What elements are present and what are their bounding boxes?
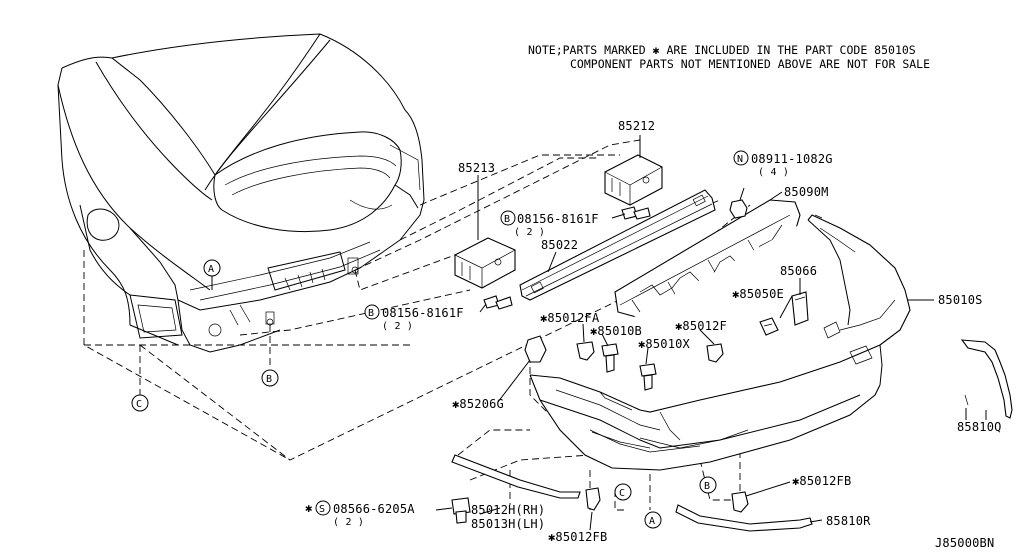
label-85090M: 85090M bbox=[784, 185, 829, 199]
clip-85012FB-bottom-icon bbox=[585, 487, 601, 511]
callout-a-upper: A bbox=[203, 259, 221, 290]
clip-85012F-icon bbox=[706, 343, 724, 363]
label-85212: 85212 bbox=[618, 119, 655, 133]
callout-c-lower: C bbox=[614, 483, 632, 501]
svg-text:( 2 ): ( 2 ) bbox=[514, 227, 545, 238]
label-85010B: ✱85010B bbox=[590, 324, 642, 338]
label-85810Q: 85810Q bbox=[957, 420, 1002, 434]
bolt-08156-top-icon bbox=[621, 206, 651, 220]
svg-text:C: C bbox=[619, 488, 625, 499]
label-85013H: 85013H(LH) bbox=[471, 517, 545, 531]
label-85066: 85066 bbox=[780, 264, 817, 278]
diagram-code: J85000BN bbox=[935, 536, 994, 550]
svg-text:C: C bbox=[136, 399, 142, 410]
label-85012FA: ✱85012FA bbox=[540, 311, 600, 325]
part-85212-bracket bbox=[604, 154, 663, 206]
callout-b-lower: B bbox=[699, 476, 717, 494]
label-85050E: ✱85050E bbox=[732, 287, 784, 301]
clip-85012FA-icon bbox=[576, 341, 595, 361]
label-85012H: 85012H(RH) bbox=[471, 503, 545, 517]
part-85010S-bumper bbox=[529, 214, 911, 471]
label-85213: 85213 bbox=[458, 161, 495, 175]
svg-text:( 4 ): ( 4 ) bbox=[758, 167, 789, 178]
label-85206G: ✱85206G bbox=[452, 397, 504, 411]
svg-text:N: N bbox=[737, 154, 743, 165]
clip-85206G-icon bbox=[524, 335, 547, 363]
note-line-1: NOTE;PARTS MARKED ✱ ARE INCLUDED IN THE … bbox=[528, 43, 916, 57]
part-85012H-strip bbox=[451, 454, 581, 499]
label-85010S: 85010S bbox=[938, 293, 983, 307]
label-leaders bbox=[435, 135, 987, 531]
nut-08911-icon bbox=[729, 199, 748, 219]
label-08566: ✱ S 08566-6205A ( 2 ) bbox=[305, 500, 415, 528]
callout-a-lower: A bbox=[644, 511, 662, 529]
svg-text:S: S bbox=[319, 504, 325, 515]
note-line-2: COMPONENT PARTS NOT MENTIONED ABOVE ARE … bbox=[570, 57, 930, 71]
screw-08566-icon bbox=[451, 497, 471, 524]
bolt-08156-left-icon bbox=[483, 295, 513, 310]
part-85810R-molding bbox=[675, 504, 813, 532]
clip-85010X-icon bbox=[639, 363, 657, 391]
svg-text:A: A bbox=[649, 516, 655, 527]
svg-text:( 2 ): ( 2 ) bbox=[382, 321, 413, 332]
label-85012FB-right: ✱85012FB bbox=[792, 474, 851, 488]
part-85022-reinforcement bbox=[519, 189, 716, 301]
clip-85010B-icon bbox=[601, 343, 619, 373]
svg-text:B: B bbox=[368, 308, 374, 319]
fasteners bbox=[451, 199, 749, 524]
svg-text:B: B bbox=[504, 214, 510, 225]
callout-c-upper: C bbox=[131, 394, 149, 412]
svg-text:B: B bbox=[266, 374, 272, 385]
svg-text:✱: ✱ bbox=[305, 501, 312, 515]
label-85022: 85022 bbox=[541, 238, 578, 252]
svg-text:08911-1082G: 08911-1082G bbox=[751, 152, 833, 166]
label-85012F: ✱85012F bbox=[675, 319, 727, 333]
callout-b-upper: B bbox=[261, 369, 279, 387]
label-08156-left: B 08156-8161F ( 2 ) bbox=[364, 304, 464, 332]
svg-text:( 2 ): ( 2 ) bbox=[333, 517, 364, 528]
label-08156-top: B 08156-8161F ( 2 ) bbox=[500, 210, 599, 238]
label-85012FB-bottom: ✱85012FB bbox=[548, 530, 607, 544]
svg-text:B: B bbox=[704, 481, 710, 492]
svg-text:08566-6205A: 08566-6205A bbox=[333, 502, 415, 516]
part-85213-bracket bbox=[454, 237, 516, 289]
part-85066-reflector bbox=[791, 291, 809, 326]
label-85810R: 85810R bbox=[826, 514, 871, 528]
svg-text:08156-8161F: 08156-8161F bbox=[382, 306, 464, 320]
label-85010X: ✱85010X bbox=[638, 337, 691, 351]
part-85810Q-molding bbox=[960, 339, 1013, 420]
svg-text:08156-8161F: 08156-8161F bbox=[517, 212, 599, 226]
label-08911: N 08911-1082G ( 4 ) bbox=[733, 150, 833, 178]
bumper-lower-lines bbox=[591, 429, 749, 449]
svg-text:A: A bbox=[208, 264, 214, 275]
car-body-drawing bbox=[57, 33, 425, 353]
clip-85012FB-right-icon bbox=[731, 491, 749, 513]
part-85050E-bracket bbox=[759, 317, 779, 336]
